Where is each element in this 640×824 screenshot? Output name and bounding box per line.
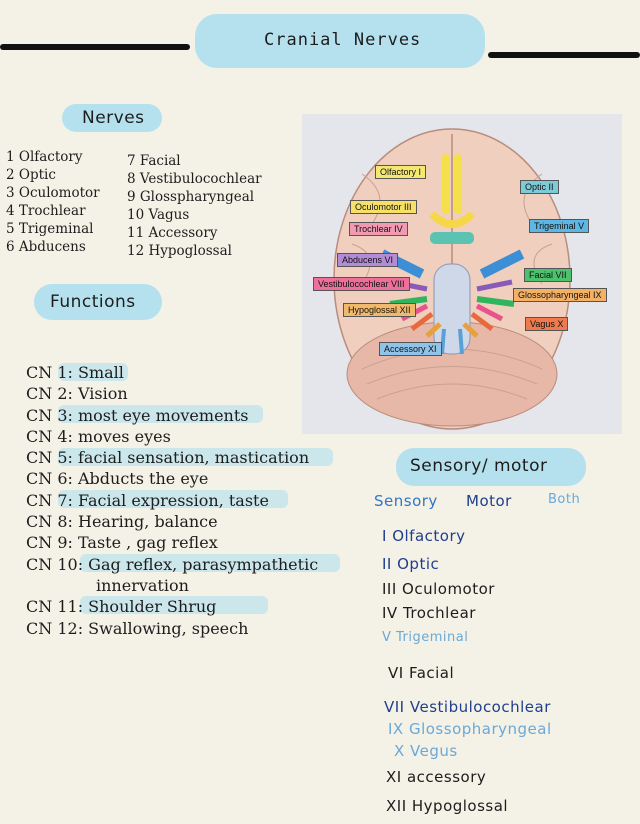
label-hypoglossal: Hypoglossal XII	[343, 303, 416, 317]
label-abducens: Abducens VI	[337, 253, 399, 267]
page-title: Cranial Nerves	[264, 30, 422, 50]
classification-item: XII Hypoglossal	[386, 797, 509, 815]
legend-both: Both	[548, 492, 581, 507]
function-item: innervation	[96, 575, 189, 595]
classification-item: VI Facial	[388, 664, 455, 682]
label-glossopharyngeal: Glossopharyngeal IX	[513, 288, 607, 302]
functions-heading: Functions	[50, 292, 136, 312]
nerve-item: 3 Oculomotor	[6, 185, 100, 201]
function-item: CN 3: most eye movements	[26, 405, 249, 425]
label-optic: Optic II	[520, 180, 559, 194]
title-highlight	[195, 14, 485, 68]
nerve-item: 2 Optic	[6, 167, 56, 183]
classification-item: IV Trochlear	[382, 604, 476, 622]
nerve-item: 4 Trochlear	[6, 203, 86, 219]
sensory-motor-heading: Sensory/ motor	[410, 456, 548, 476]
nerve-item: 1 Olfactory	[6, 149, 83, 165]
nerve-item: 6 Abducens	[6, 239, 86, 255]
function-item: CN 9: Taste , gag reflex	[26, 533, 218, 553]
fn-highlight	[80, 596, 268, 614]
function-item: CN 7: Facial expression, taste	[26, 490, 269, 510]
nerve-item: 5 Trigeminal	[6, 221, 94, 237]
label-trigeminal: Trigeminal V	[529, 219, 590, 233]
classification-item: V Trigeminal	[382, 630, 469, 645]
fn-highlight	[58, 448, 333, 466]
nerve-item: 9 Glosspharyngeal	[127, 189, 255, 205]
classification-item: I Olfactory	[382, 527, 466, 545]
functions-list: CN 1: Small CN 2: Vision CN 3: most eye …	[26, 362, 318, 639]
label-facial: Facial VII	[524, 268, 572, 282]
fn-highlight	[58, 363, 128, 381]
classification-item: X Vegus	[394, 742, 458, 760]
label-accessory: Accessory XI	[379, 342, 442, 356]
sensory-motor-highlight	[396, 448, 586, 486]
nerve-item: 8 Vestibulocochlear	[127, 171, 262, 187]
label-oculomotor: Oculomotor III	[350, 200, 417, 214]
functions-heading-highlight	[34, 284, 162, 320]
classification-item: XI accessory	[386, 768, 487, 786]
function-item: CN 10: Gag reflex, parasympathetic	[26, 554, 319, 574]
label-olfactory: Olfactory I	[375, 165, 427, 179]
function-item: CN 12: Swallowing, speech	[26, 618, 249, 638]
nerve-item: 7 Facial	[127, 153, 181, 169]
classification-item: III Oculomotor	[382, 580, 495, 598]
label-trochlear: Trochlear IV	[349, 222, 408, 236]
function-item: CN 6: Abducts the eye	[26, 469, 209, 489]
function-item: CN 5: facial sensation, mastication	[26, 448, 310, 468]
classification-item: II Optic	[382, 555, 440, 573]
function-item: CN 2: Vision	[26, 384, 128, 404]
nerves-list-right: 7 Facial 8 Vestibulocochlear 9 Glossphar…	[127, 152, 262, 260]
label-vestibulocochlear: Vestibulocochlear VIII	[313, 277, 410, 291]
nerve-item: 12 Hypoglossal	[127, 243, 232, 259]
brain-diagram: Olfactory I Optic II Oculomotor III Troc…	[302, 114, 622, 434]
nerves-heading: Nerves	[82, 108, 145, 128]
function-item: CN 1: Small	[26, 363, 124, 382]
legend-sensory: Sensory	[374, 492, 438, 510]
classification-item: VII Vestibulocochlear	[384, 698, 551, 716]
function-item: CN 8: Hearing, balance	[26, 512, 218, 532]
fn-highlight	[80, 554, 340, 572]
function-item: CN 11: Shoulder Shrug	[26, 597, 217, 617]
top-left-rule	[0, 44, 190, 50]
nerves-heading-highlight	[62, 104, 162, 132]
brain-illustration	[333, 128, 571, 430]
classification-item: IX Glossopharyngeal	[388, 720, 552, 738]
fn-highlight	[58, 405, 263, 423]
label-vagus: Vagus X	[525, 317, 569, 331]
function-item: CN 4: moves eyes	[26, 426, 171, 446]
legend-motor: Motor	[466, 492, 512, 510]
nerve-item: 10 Vagus	[127, 207, 190, 223]
top-right-rule	[488, 52, 640, 58]
nerves-list-left: 1 Olfactory 2 Optic 3 Oculomotor 4 Troch…	[6, 148, 100, 256]
fn-highlight	[58, 490, 288, 508]
nerve-item: 11 Accessory	[127, 225, 218, 241]
